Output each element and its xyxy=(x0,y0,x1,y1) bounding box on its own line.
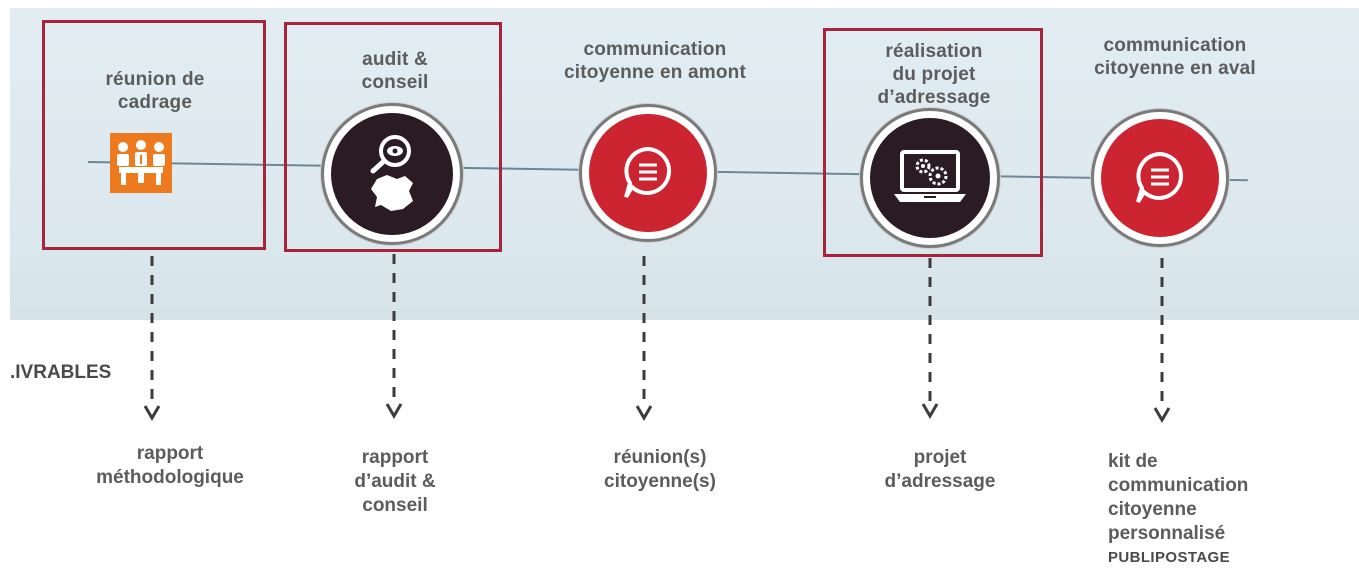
deliverable-3: réunion(s)citoyenne(s) xyxy=(604,447,716,492)
step-4-circle xyxy=(860,108,1000,248)
arrow-down-4 xyxy=(921,258,939,419)
step-5-circle xyxy=(1091,109,1229,247)
magnifier-eye-france-map-icon xyxy=(331,113,453,235)
deliverable-5-note: PUBLIPOSTAGE xyxy=(1108,549,1231,566)
frame-step-1 xyxy=(42,20,266,250)
arrow-down-3 xyxy=(635,256,653,421)
arrow-down-2 xyxy=(385,254,403,419)
livrables-label: .IVRABLES xyxy=(10,362,112,383)
speech-bubble-icon xyxy=(1101,119,1219,237)
speech-bubble-icon xyxy=(589,114,707,232)
frame-step-4 xyxy=(823,28,1043,257)
laptop-gears-icon xyxy=(870,118,990,238)
arrow-down-1 xyxy=(143,256,161,421)
step-2-title: audit &conseil xyxy=(361,49,429,93)
step-3-circle xyxy=(579,104,717,242)
frame-step-2 xyxy=(284,22,502,252)
meeting-people-icon xyxy=(110,133,172,193)
arrow-down-5 xyxy=(1153,258,1171,423)
deliverable-5: kit de communication citoyenne personnal… xyxy=(1108,450,1308,570)
step-2-circle xyxy=(321,103,463,245)
